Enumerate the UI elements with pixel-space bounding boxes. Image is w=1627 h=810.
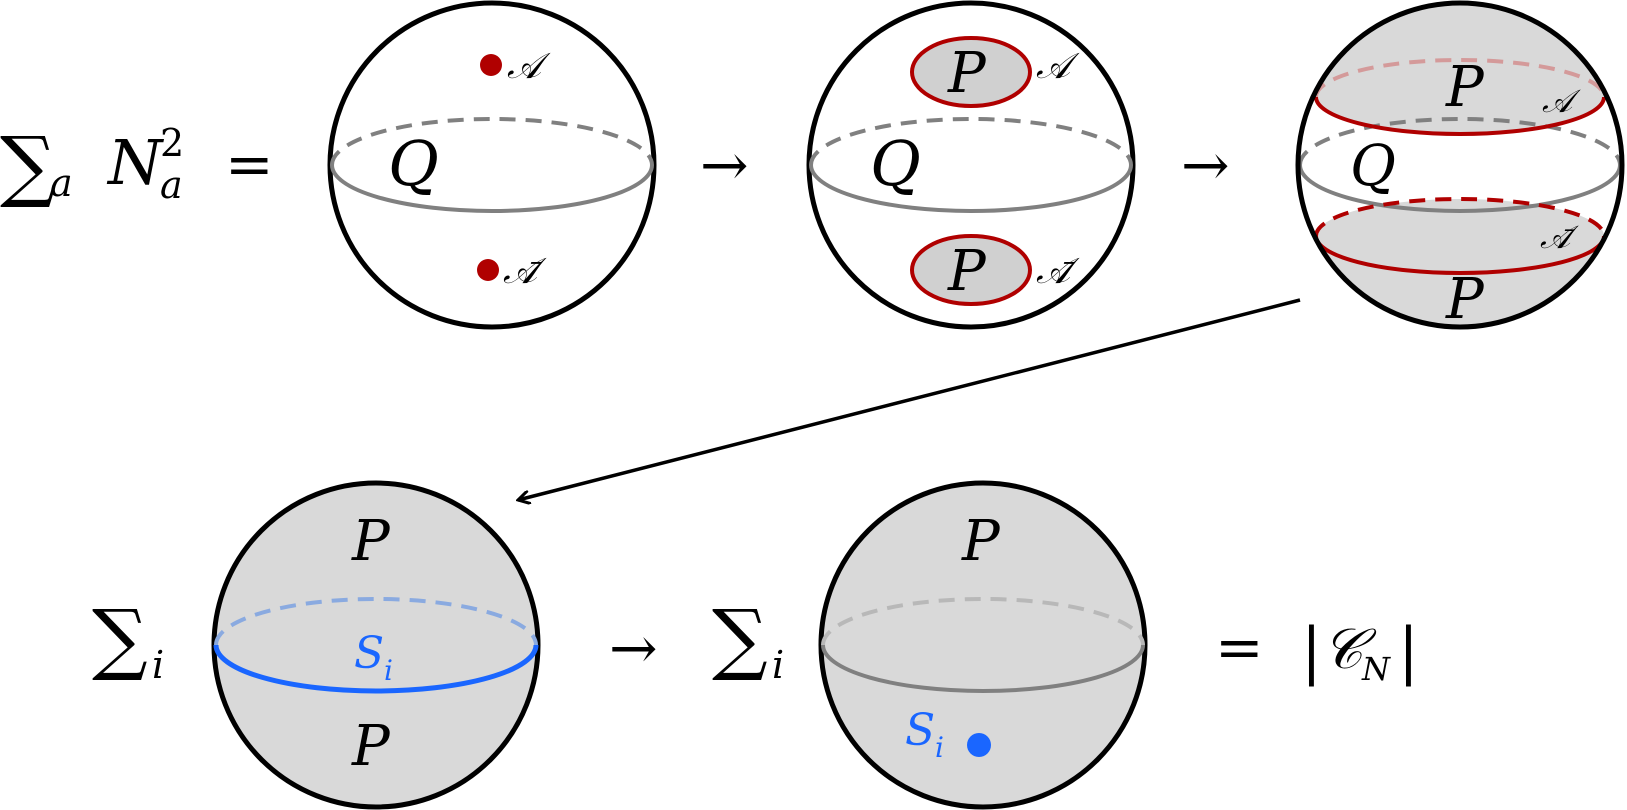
- sphere-2-patch-bottom-label: P: [947, 239, 987, 304]
- equals-sign-top: =: [225, 130, 274, 198]
- sphere-3-cap-top-label: P: [1445, 55, 1485, 120]
- arrow-row1-1: →: [700, 131, 749, 199]
- connector-arrow: [518, 298, 1301, 500]
- sphere-2: Q P 𝒜 P 𝒜̄: [806, 0, 1136, 330]
- sum-symbol-i-1: ∑: [92, 594, 148, 684]
- sphere-5-top-label: P: [961, 509, 1001, 574]
- sphere-2-patch-bottom: [910, 234, 1032, 306]
- sum-symbol-a: ∑: [0, 121, 56, 211]
- sphere-5-point-label: S: [905, 705, 935, 756]
- sphere-4-equator-label-sub: i: [384, 654, 393, 687]
- sphere-5-point: [967, 733, 991, 757]
- sphere-4-equator-back: [214, 597, 538, 646]
- n-variable: N: [106, 126, 165, 199]
- sum-index-i-1: i: [152, 643, 164, 687]
- sphere-1-point-bottom: [477, 259, 499, 281]
- sphere-2-equator-front: [809, 164, 1133, 213]
- sphere-2-patch-top: [910, 36, 1032, 108]
- sphere-3-boundary-bottom-front: [1314, 235, 1606, 275]
- sphere-3-cap-bottom-rim: [1316, 199, 1604, 273]
- sphere-2-patch-top-label: P: [947, 41, 987, 106]
- sphere-3-region-q: Q: [1350, 134, 1396, 199]
- sphere-1-region-q: Q: [388, 127, 439, 200]
- sphere-5: P S i: [818, 480, 1148, 810]
- sum-index-a: a: [50, 161, 73, 205]
- sphere-3-outline: [1295, 0, 1625, 330]
- sphere-1-equator-back: [330, 117, 654, 166]
- arrow-row2: →: [609, 614, 658, 682]
- n-superscript: 2: [160, 121, 184, 165]
- sphere-3-equator-back: [1298, 117, 1622, 166]
- cn-subscript: N: [1361, 650, 1391, 688]
- sphere-5-equator-back: [821, 597, 1145, 646]
- abs-bar-right: |: [1398, 614, 1419, 687]
- sphere-4: P S i P: [211, 480, 541, 810]
- sphere-5-equator-front: [821, 644, 1145, 693]
- sphere-3: Q P 𝒜 𝒜̄ P: [1295, 0, 1625, 332]
- n-subscript: a: [160, 163, 183, 207]
- row2-sum-2: ∑ i: [712, 594, 784, 687]
- sphere-3-cap-top-rim: [1316, 60, 1604, 134]
- sphere-3-cap-bottom-label: P: [1445, 267, 1485, 332]
- row2-sum-1: ∑ i: [92, 594, 164, 687]
- equals-sign-bottom: =: [1215, 613, 1264, 681]
- abs-bar-left: |: [1301, 614, 1322, 687]
- sphere-4-equator-label: S: [354, 628, 384, 679]
- sphere-4-top-label: P: [351, 509, 391, 574]
- row2-rhs: = | 𝒞 N |: [1215, 613, 1419, 688]
- sphere-1: Q 𝒜 𝒜̄: [327, 0, 657, 330]
- sphere-1-equator-front: [330, 164, 654, 213]
- sphere-1-point-top: [480, 54, 502, 76]
- arrow-row1-2: →: [1181, 131, 1230, 199]
- sphere-2-equator-back: [809, 117, 1133, 166]
- sphere-3-boundary-top-front: [1314, 96, 1606, 136]
- sphere-3-equator-front: [1298, 164, 1622, 213]
- sphere-5-point-label-sub: i: [935, 731, 944, 764]
- sum-index-i-2: i: [772, 643, 784, 687]
- sum-symbol-i-2: ∑: [712, 594, 768, 684]
- sphere-4-equator-front: [213, 644, 539, 694]
- sphere-2-region-q: Q: [870, 127, 921, 200]
- row1-lhs-formula: ∑ a N a 2 =: [0, 121, 274, 211]
- sphere-4-bottom-label: P: [351, 714, 391, 779]
